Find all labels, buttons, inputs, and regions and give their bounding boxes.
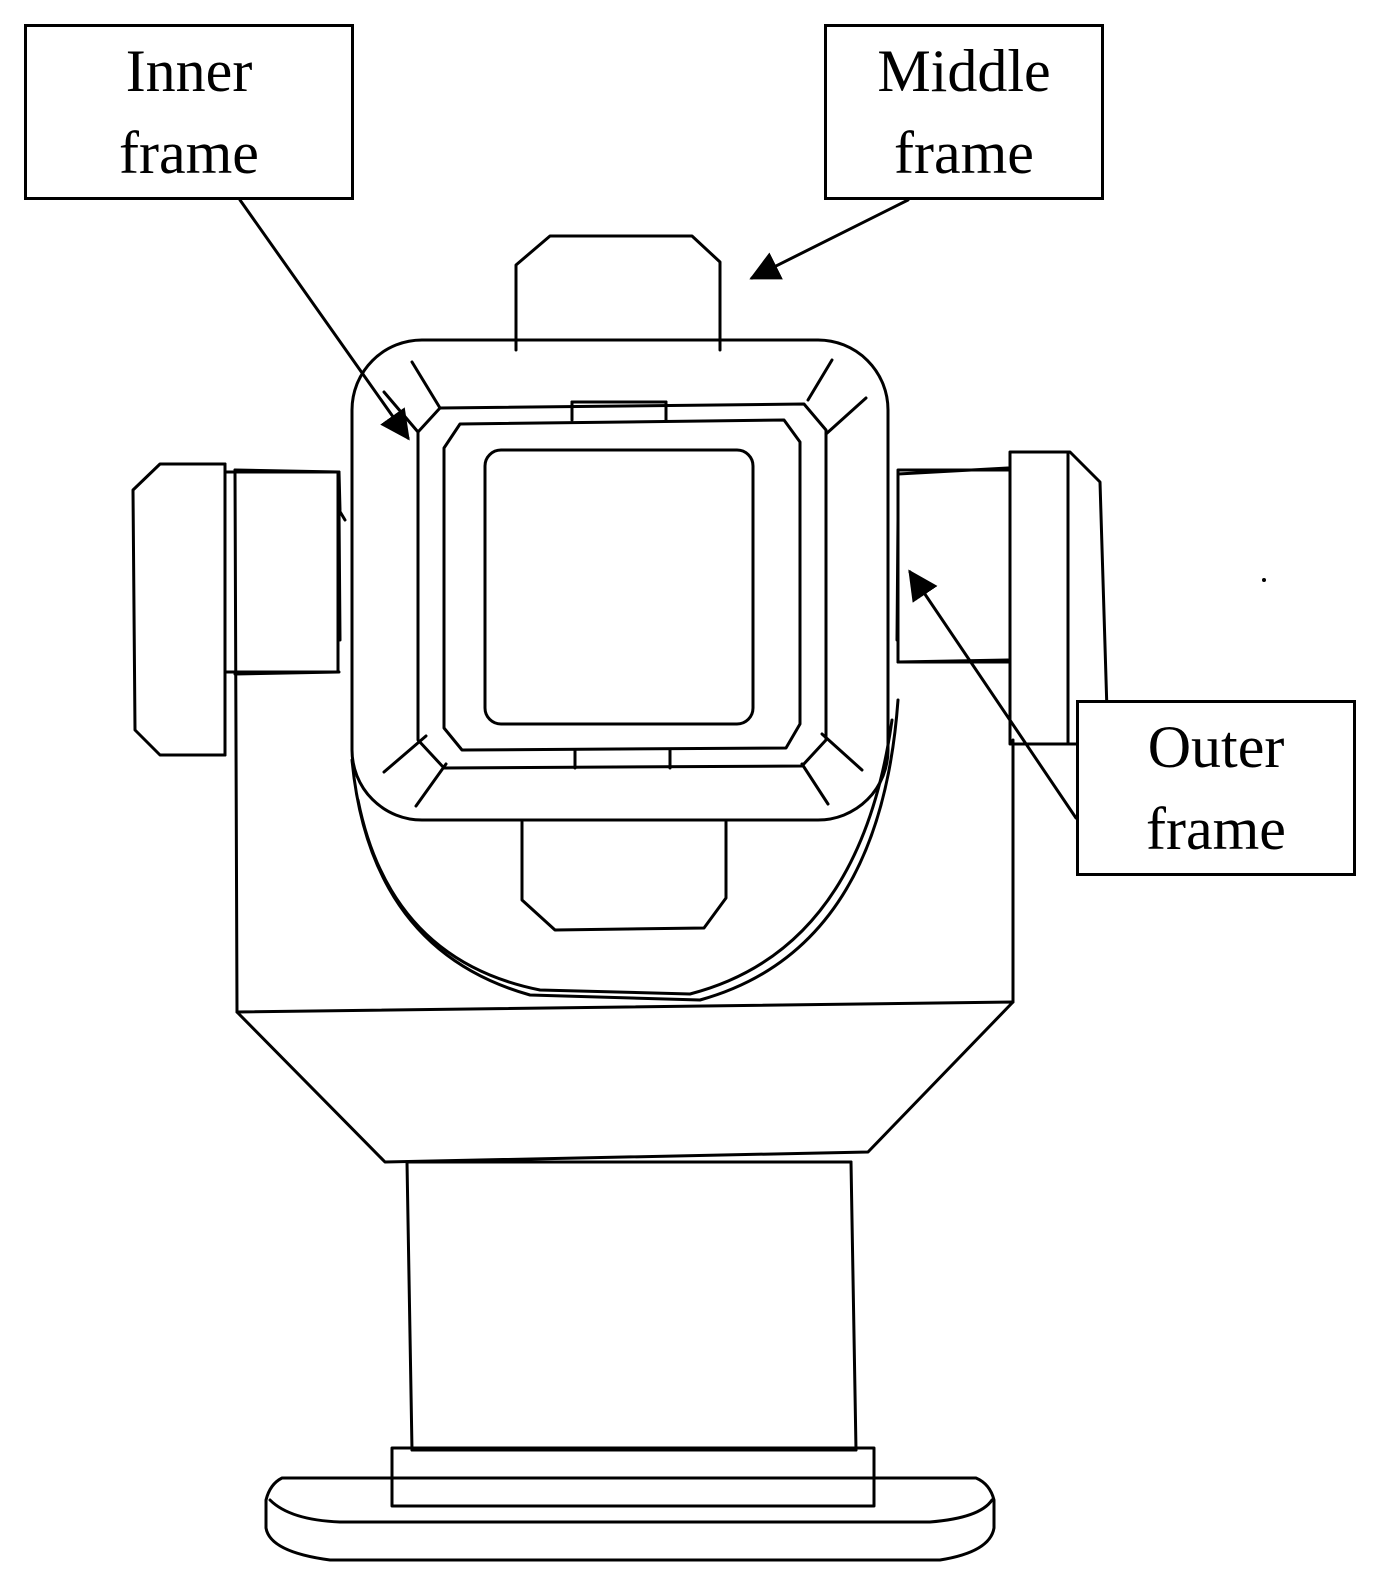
inner-frame (416, 400, 828, 770)
middle-frame-body (350, 338, 890, 822)
stray-dot (1262, 578, 1266, 582)
outer-frame-label: Outer frame (1076, 700, 1356, 876)
middle-frame-label: Middle frame (824, 24, 1104, 200)
middle-frame-leader (749, 198, 910, 280)
middle-frame-label-line1: Middle (877, 38, 1051, 104)
inner-frame-label: Inner frame (24, 24, 354, 200)
inner-frame-leader (238, 198, 410, 441)
outer-frame-leader (908, 569, 1078, 820)
right-shaft (896, 450, 1110, 746)
base-flange (264, 1446, 996, 1562)
inner-frame-label-line1: Inner (125, 38, 253, 104)
middle-frame-label-line2: frame (894, 120, 1034, 186)
middle-frame-bottom-shaft (520, 820, 728, 932)
outer-frame-label-line1: Outer (1147, 714, 1285, 780)
outer-frame-label-line2: frame (1146, 796, 1286, 862)
column (405, 1160, 858, 1452)
left-shaft (131, 462, 340, 757)
middle-frame-top-shaft (514, 234, 722, 352)
inner-frame-label-line2: frame (119, 120, 259, 186)
